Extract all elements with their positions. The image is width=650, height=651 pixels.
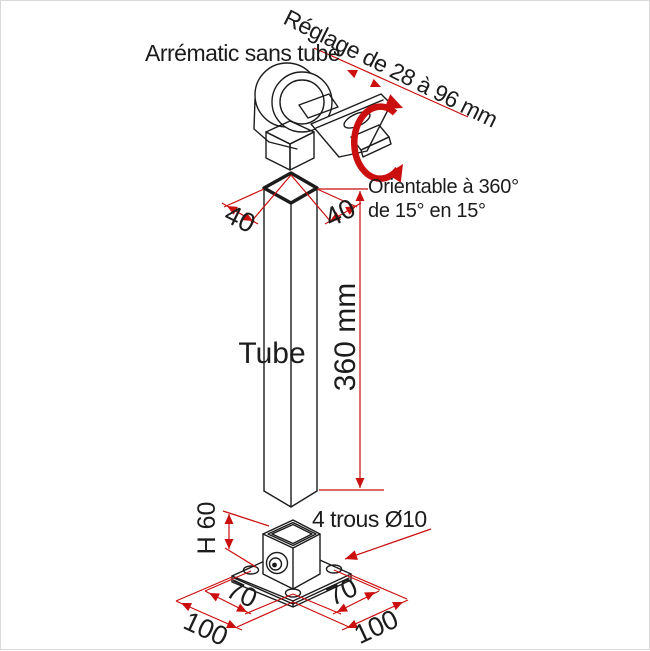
dimension-40-left [221,174,292,225]
tube-drawing [262,171,319,508]
locking-knob-mid [268,557,283,571]
bracket-edge-line [315,99,384,129]
holes-callout-arrow [344,528,432,560]
tube-label: Tube [238,337,305,370]
locking-knob-center [272,562,277,568]
rotation-arrow-icon [351,94,403,183]
cassette-head-drawing [253,62,392,171]
belt-clip-side [360,136,392,158]
socket-inner-wall [271,523,313,545]
drum-front-rim [271,71,333,133]
dimension-100-left [175,576,294,631]
tube-bottom-edges [263,490,318,508]
drum-inner-rim [279,79,325,125]
locking-knob-outer [265,551,289,575]
dimension-h60 [222,510,270,568]
adjustment-dimension [313,47,469,118]
tube-height-label: 360 mm [329,283,362,391]
base-height-label: H 60 [193,502,221,555]
holes-label: 4 trous Ø10 [312,506,427,532]
orientable-label-line1: Orientable à 360° [368,176,519,198]
dimension-100-right [292,574,409,631]
belt-pad [298,93,339,119]
product-label: Arrématic sans tube [145,40,340,66]
orientable-label-line2: de 15° en 15° [368,200,486,222]
tube-width-right-label: 40 [320,193,360,233]
dimension-70-left [204,570,294,615]
plate-size-right-label: 100 [349,604,403,650]
base-plate-chamfer [233,577,350,605]
cassette-housing [253,98,298,150]
socket-front-edge [262,533,321,590]
dimension-40-right [290,174,362,225]
mounting-hole-right [325,564,343,574]
insert-shaft-top-rim [265,120,315,145]
tube-top-opening [262,171,319,205]
socket-top-rim [267,521,317,547]
base-drawing [231,519,352,608]
dimension-360 [319,188,384,491]
plate-size-left-label: 100 [179,606,233,651]
dimension-70-right [292,569,381,615]
mounting-hole-left [242,565,260,575]
